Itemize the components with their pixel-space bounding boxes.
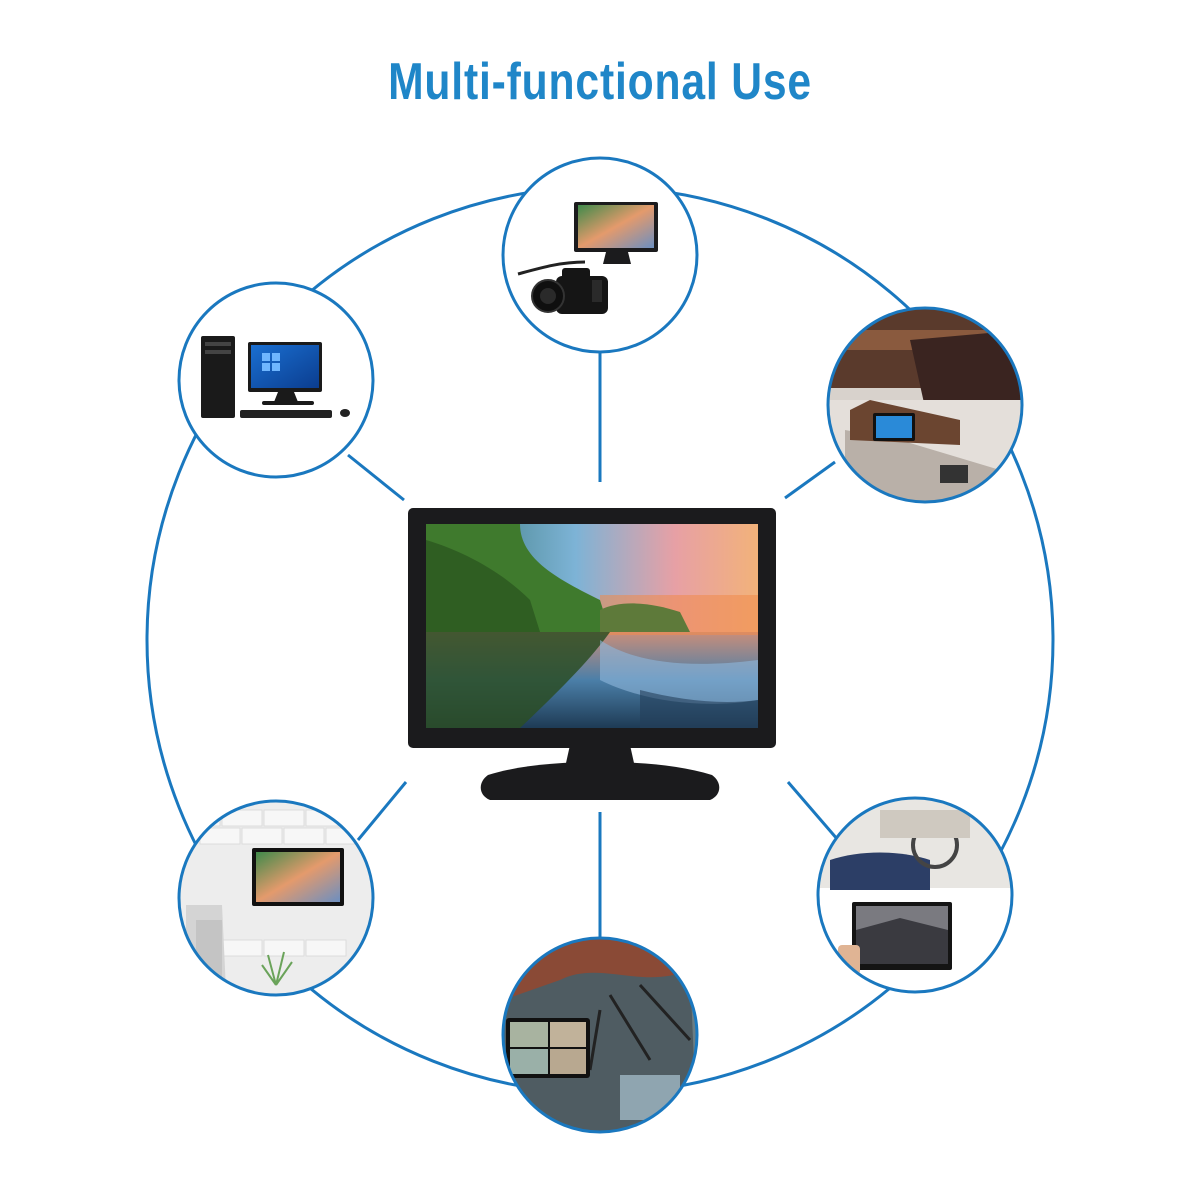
microscope-node [501,936,699,1134]
wall-mount-node [177,799,375,997]
car-dashboard-node [826,306,1024,504]
phone-mirror-node [816,796,1014,994]
desktop-pc-node [177,281,375,479]
page-title: Multi-functional Use [388,53,812,111]
connector-lines [347,352,840,938]
central-monitor [408,508,776,800]
monitor-camera-node [501,156,699,354]
